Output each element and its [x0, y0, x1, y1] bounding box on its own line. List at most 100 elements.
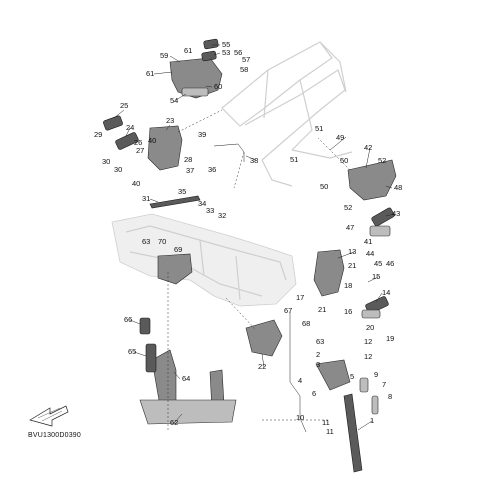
callout-37: 37 [186, 166, 194, 175]
callout-30-b: 30 [114, 165, 122, 174]
callout-40-a: 40 [148, 136, 156, 145]
callout-51-a: 51 [315, 124, 323, 133]
callout-21-b: 21 [318, 305, 326, 314]
callout-34: 34 [198, 199, 206, 208]
callout-41: 41 [364, 237, 372, 246]
callout-61-a: 61 [184, 46, 192, 55]
callout-29: 29 [94, 130, 102, 139]
callout-20: 20 [366, 323, 374, 332]
callout-45: 45 [374, 259, 382, 268]
spring-lower [145, 343, 157, 373]
ghost-main-frame [111, 213, 297, 307]
callout-43: 43 [392, 209, 400, 218]
callout-63-a: 63 [142, 237, 150, 246]
callout-65: 65 [128, 347, 136, 356]
front-direction-arrow-icon [29, 405, 69, 427]
callout-5: 5 [350, 372, 354, 381]
callout-64: 64 [182, 374, 190, 383]
callout-11-a: 11 [322, 418, 330, 427]
callout-17: 17 [296, 293, 304, 302]
callout-9: 9 [374, 370, 378, 379]
switch-cable [213, 143, 245, 162]
callout-33: 33 [206, 206, 214, 215]
diagram-code: BVU1300D0390 [28, 432, 81, 439]
callout-10: 10 [296, 413, 304, 422]
callout-8: 8 [388, 392, 392, 401]
callout-15: 15 [372, 272, 380, 281]
footrest-assembly-upper [169, 38, 223, 99]
callout-21-a: 21 [348, 261, 356, 270]
callout-48: 48 [394, 183, 402, 192]
callout-57: 57 [242, 55, 250, 64]
callout-51-b: 51 [290, 155, 298, 164]
callout-23: 23 [166, 116, 174, 125]
callout-2: 2 [316, 350, 320, 359]
alignment-lines [167, 109, 351, 430]
callout-22: 22 [258, 362, 266, 371]
callout-36: 36 [208, 165, 216, 174]
callout-55: 55 [222, 40, 230, 49]
callout-49: 49 [336, 133, 344, 142]
callout-59: 59 [160, 51, 168, 60]
callout-70: 70 [158, 237, 166, 246]
center-stand [139, 349, 237, 425]
callout-24: 24 [126, 123, 134, 132]
callout-16: 16 [344, 307, 352, 316]
callout-56: 56 [234, 48, 242, 57]
callout-27: 27 [136, 146, 144, 155]
callout-3: 3 [316, 360, 320, 369]
callout-28: 28 [184, 155, 192, 164]
stand-bracket [157, 253, 193, 285]
callout-12-b: 12 [364, 352, 372, 361]
ghost-subframe-upper [221, 41, 353, 187]
callout-54: 54 [170, 96, 178, 105]
callout-14: 14 [382, 288, 390, 297]
side-stand [315, 359, 379, 473]
callout-11-b: 11 [326, 427, 334, 436]
callout-7: 7 [382, 380, 386, 389]
callout-66: 66 [124, 315, 132, 324]
callout-40-b: 40 [132, 179, 140, 188]
callout-30-a: 30 [102, 157, 110, 166]
callout-4: 4 [298, 376, 302, 385]
brake-rod [149, 195, 201, 209]
footrest-right-lower [361, 296, 389, 319]
callout-63-b: 63 [316, 337, 324, 346]
footrest-right-upper [347, 159, 397, 237]
callout-47: 47 [346, 223, 354, 232]
callout-13: 13 [348, 247, 356, 256]
footrest-bracket-center [313, 249, 345, 297]
callout-32: 32 [218, 211, 226, 220]
callout-12-a: 12 [364, 337, 372, 346]
callout-25: 25 [120, 101, 128, 110]
stand-bracket-lower [245, 319, 283, 357]
callout-52-b: 52 [344, 203, 352, 212]
callout-19: 19 [386, 334, 394, 343]
callout-46: 46 [386, 259, 394, 268]
leader-lines [113, 44, 395, 431]
callout-44: 44 [366, 249, 374, 258]
callout-50-b: 50 [320, 182, 328, 191]
callout-35: 35 [178, 187, 186, 196]
callout-61-b: 61 [146, 69, 154, 78]
callout-18: 18 [344, 281, 352, 290]
callout-68: 68 [302, 319, 310, 328]
callout-39: 39 [198, 130, 206, 139]
footrest-left [103, 115, 183, 171]
callout-6: 6 [312, 389, 316, 398]
stand-switch-cable [289, 312, 307, 433]
callout-53: 53 [222, 48, 230, 57]
callout-31: 31 [142, 194, 150, 203]
callout-38: 38 [250, 156, 258, 165]
callout-60: 60 [214, 82, 222, 91]
callout-50-a: 50 [340, 156, 348, 165]
callout-labels: 55 53 56 57 58 59 61 61 60 54 25 24 29 2… [94, 40, 402, 436]
spring-upper [139, 317, 151, 335]
callout-1: 1 [370, 416, 374, 425]
callout-69: 69 [174, 245, 182, 254]
callout-52-a: 52 [378, 156, 386, 165]
callout-26: 26 [134, 138, 142, 147]
callout-67: 67 [284, 306, 292, 315]
